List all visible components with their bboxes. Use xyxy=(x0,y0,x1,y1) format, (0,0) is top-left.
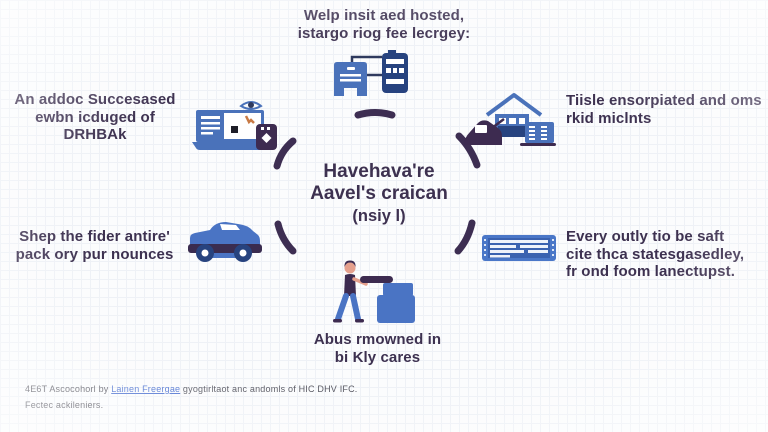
node-panel-line2: cite thca statesgasedley, xyxy=(566,245,745,263)
footer-disclaimer: 4E6T Ascocohorl by Lainen Freergae gyogt… xyxy=(25,381,725,413)
car-icon xyxy=(182,216,266,266)
node-person-label: Abus rmowned in bi Kly cares xyxy=(290,331,465,366)
node-house-label: Tiisle ensorpiated and oms rkid miclnts xyxy=(566,92,766,127)
node-car-line1: Shep the fider antire' xyxy=(19,228,170,245)
footer-prefix: 4E6T Ascocohorl by xyxy=(25,384,112,394)
node-person-line1: Abus rmowned in xyxy=(313,331,442,348)
footer-line2: Fectec ackileniers. xyxy=(25,400,104,410)
building-pair-icon xyxy=(330,48,412,104)
center-title-line2: Aavel's craican xyxy=(310,183,448,204)
top-heading: Welp insit aed hosted, istargo riog fee … xyxy=(0,7,768,42)
node-panel-line3: fr ond foom lanectupst. xyxy=(566,263,735,280)
node-monitor-line2: ewbn icduged of DRHBAk xyxy=(35,108,155,144)
circle-arc-lower-left xyxy=(274,220,297,255)
center-title-line3: (nsiy l) xyxy=(352,207,406,225)
center-title: Havehava're Aavel's craican (nsiy l) xyxy=(264,161,494,227)
laptop-monitor-icon xyxy=(184,96,279,156)
node-person-line2: bi Kly cares xyxy=(334,348,421,366)
footer-link[interactable]: Lainen Freergae xyxy=(111,384,181,394)
top-heading-line1: Welp insit aed hosted, xyxy=(303,7,465,24)
node-monitor-label: An addoc Succesased ewbn icduged of DRHB… xyxy=(6,91,184,144)
node-panel-line1: Every outly tio be saft xyxy=(566,228,725,245)
node-car-label: Shep the fider antire' pack ory pur noun… xyxy=(12,228,177,263)
footer-suffix: gyogtirltaot anc andomls of HIC DHV IFC. xyxy=(180,384,358,394)
node-house-line1: Tiisle ensorpiated and oms xyxy=(566,92,762,109)
node-car-line2: pack ory pur nounces xyxy=(15,245,174,263)
node-panel-label: Every outly tio be saft cite thca states… xyxy=(566,228,768,281)
rack-panel-icon xyxy=(480,231,558,265)
top-heading-line2: istargo riog fee lecrgey: xyxy=(297,24,471,42)
footer-line1: 4E6T Ascocohorl by Lainen Freergae gyogt… xyxy=(25,381,725,397)
circle-arc-lower-right xyxy=(454,219,476,255)
node-monitor-line1: An addoc Succesased xyxy=(14,91,176,108)
house-icon xyxy=(462,88,562,158)
circle-arc-top xyxy=(354,109,396,119)
node-house-line2: rkid miclnts xyxy=(566,109,652,127)
center-title-line1: Havehava're xyxy=(323,161,435,182)
person-boxes-icon xyxy=(326,256,421,330)
